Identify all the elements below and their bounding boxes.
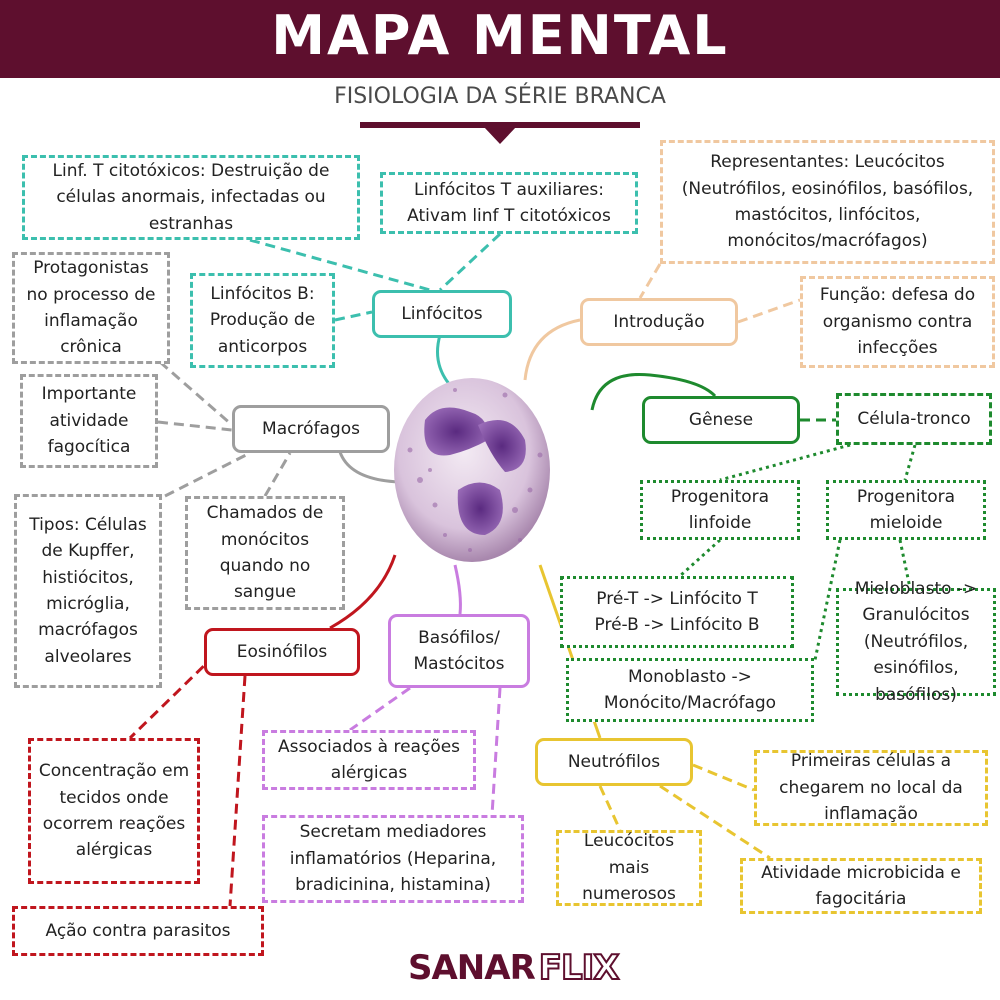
chamados-box: Chamados de monócitos quando no sangue [185,496,345,610]
pre-t-pre-b-box: Pré-T -> Linfócito T Pré-B -> Linfócito … [560,576,794,648]
linfocitos-b-box: Linfócitos B: Produção de anticorpos [190,273,335,368]
funcao-box: Função: defesa do organismo contra infec… [800,276,995,368]
node-macrofagos: Macrófagos [232,405,390,453]
linf-t-citotoxicos-box: Linf. T citotóxicos: Destruição de célul… [22,155,360,240]
divider-arrow-icon [484,127,516,144]
logo-part-sanar: SANAR [408,948,536,988]
logo-part-flix: FLIX [538,947,621,989]
secretam-box: Secretam mediadores inflamatórios (Hepar… [262,815,524,903]
representantes-box: Representantes: Leucócitos (Neutrófilos,… [660,140,995,264]
node-genese: Gênese [642,396,800,444]
atividade-microbicida-box: Atividade microbicida e fagocitária [740,858,982,914]
neutrophil-cell-image [394,378,550,562]
page-title: MAPA MENTAL [271,4,729,67]
concentracao-box: Concentração em tecidos onde ocorrem rea… [28,738,200,884]
mieloblasto-box: Mieloblasto -> Granulócitos (Neutrófilos… [836,579,996,705]
celula-tronco-box: Célula-tronco [836,393,992,445]
node-linfocitos: Linfócitos [372,290,512,338]
subtitle-divider [360,122,640,128]
acao-parasitos-box: Ação contra parasitos [12,906,264,956]
mais-numerosos-box: Leucócitos mais numerosos [556,830,702,906]
node-neutrofilos: Neutrófilos [535,738,693,786]
node-introducao: Introdução [580,298,738,346]
protagonistas-box: Protagonistas no processo de inflamação … [12,252,170,364]
linf-t-auxiliares-box: Linfócitos T auxiliares: Ativam linf T c… [380,172,638,234]
page-subtitle: FISIOLOGIA DA SÉRIE BRANCA [334,84,666,109]
progenitora-linfoide-box: Progenitora linfoide [640,480,800,540]
node-basofilos: Basófilos/ Mastócitos [388,614,530,688]
node-eosinofilos: Eosinófilos [204,628,360,676]
progenitora-mieloide-box: Progenitora mieloide [826,480,986,540]
header-band [0,0,1000,78]
tipos-box: Tipos: Células de Kupffer, histiócitos, … [14,494,162,688]
importante-box: Importante atividade fagocítica [20,374,158,468]
primeiras-celulas-box: Primeiras células a chegarem no local da… [754,750,988,826]
monoblasto-box: Monoblasto -> Monócito/Macrófago [566,658,814,722]
associados-box: Associados à reações alérgicas [262,730,476,790]
